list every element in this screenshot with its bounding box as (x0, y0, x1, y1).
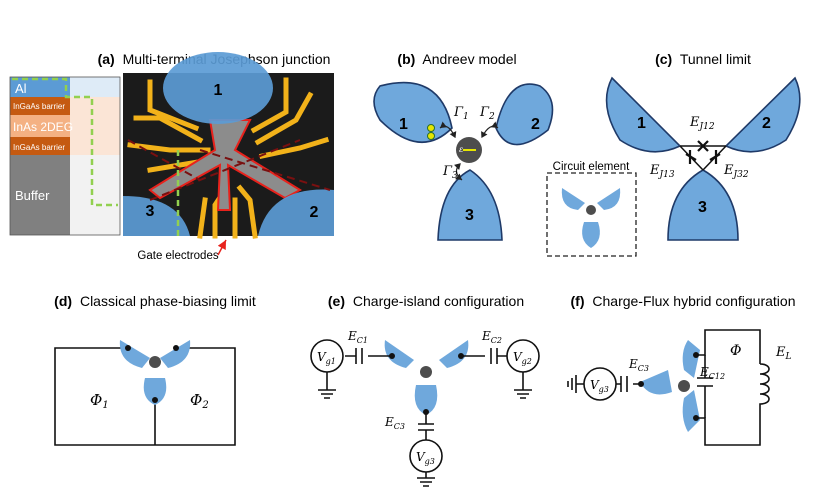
panel-a-letter: (a) (98, 51, 115, 67)
charge-island-element (384, 340, 469, 415)
panel-c: (c) Tunnel limit 1 2 3 EJ12 EJ13 EJ32 (605, 51, 801, 241)
sem-lead-3: 3 (146, 203, 155, 220)
svg-text:(b) Andreev model: (b) Andreev model (397, 51, 516, 67)
panel-d-letter: (d) (54, 293, 72, 309)
ej-32: EJ32 (723, 163, 749, 180)
ec3: EC3 (384, 415, 405, 431)
phi-2: Φ2 (190, 391, 209, 411)
vg3-f: Vg3 (590, 378, 609, 394)
layer-2deg: InAs 2DEG (13, 120, 73, 134)
panel-d-title: Classical phase-biasing limit (80, 293, 256, 309)
sem-lead-2: 2 (310, 204, 319, 221)
hybrid-element (640, 340, 700, 432)
sem-micrograph: 1 2 3 (123, 52, 334, 239)
panel-c-title: Tunnel limit (680, 51, 751, 67)
layer-barrier-bottom: InGaAs barrier (13, 143, 65, 152)
tunnel-lead-1: 1 (637, 115, 646, 132)
panel-d: (d) Classical phase-biasing limit Φ1 Φ2 (54, 293, 256, 446)
el-f: EL (775, 345, 792, 362)
ej-13: EJ13 (649, 163, 675, 180)
phase-bias-element (119, 340, 191, 405)
phi-f: Φ (730, 343, 741, 359)
josephson-triangle (679, 140, 727, 171)
ec2: EC2 (481, 329, 502, 345)
phase-bias-circuit (54, 347, 236, 446)
panel-b: (b) Andreev model 1 2 3 ε Γ1 Γ2 Γ3 Circu… (373, 51, 637, 257)
svg-text:(d) Classical phase-bias: (d) Classical phase-biasing limit (54, 293, 256, 309)
panel-f-title: Charge-Flux hybrid configuration (592, 293, 795, 309)
svg-text:(e) Charge-island config: (e) Charge-island configuration (328, 293, 524, 309)
vg2: Vg2 (513, 350, 532, 366)
phi-1: Φ1 (90, 391, 109, 411)
panel-e-letter: (e) (328, 293, 345, 309)
gate-arrow (217, 239, 227, 256)
panel-e: (e) Charge-island configuration Vg1 (310, 293, 540, 487)
svg-text:(f) Charge-Flux hybrid c: (f) Charge-Flux hybrid configuration (571, 293, 796, 309)
gate-electrodes-label: Gate electrodes (137, 250, 218, 262)
panel-e-title: Charge-island configuration (353, 293, 524, 309)
panel-f-letter: (f) (571, 293, 585, 309)
circuit-element-label: Circuit element (553, 161, 630, 173)
hybrid-wires (567, 329, 770, 446)
tunnel-lead-2: 2 (762, 115, 771, 132)
circuit-element-box (546, 172, 637, 257)
layer-buffer: Buffer (15, 188, 50, 203)
panel-b-letter: (b) (397, 51, 415, 67)
panel-f: (f) Charge-Flux hybrid configuration Vg3… (567, 293, 796, 446)
ec1: EC1 (347, 329, 368, 345)
sem-lead-1: 1 (214, 82, 223, 99)
ec12-f: EC12 (699, 365, 725, 381)
panel-c-letter: (c) (655, 51, 672, 67)
panel-b-title: Andreev model (422, 51, 516, 67)
ej-12: EJ12 (689, 115, 715, 132)
svg-text:(c) Tunnel limit: (c) Tunnel limit (655, 51, 751, 67)
gamma-3: Γ3 (442, 164, 458, 181)
gamma-2: Γ2 (479, 105, 495, 122)
andreev-lead-1: 1 (399, 116, 408, 133)
vg3: Vg3 (416, 450, 435, 466)
charge-island-wires (310, 339, 540, 487)
layer-stack: Al InGaAs barrier InAs 2DEG InGaAs barri… (9, 76, 121, 236)
andreev-lead-2: 2 (531, 116, 540, 133)
ec3-f: EC3 (628, 357, 649, 373)
svg-text:ε: ε (459, 145, 463, 154)
andreev-lead-3: 3 (465, 207, 474, 224)
tunnel-lead-3: 3 (698, 199, 707, 216)
layer-barrier-top: InGaAs barrier (13, 102, 65, 111)
layer-al: Al (15, 81, 27, 96)
circuit-element-symbol (561, 188, 621, 248)
gamma-1: Γ1 (453, 105, 469, 122)
vg1: Vg1 (317, 350, 336, 366)
panel-a: (a) Multi-terminal Josephson junction Al… (9, 51, 334, 262)
tunnel-leads (605, 76, 801, 241)
